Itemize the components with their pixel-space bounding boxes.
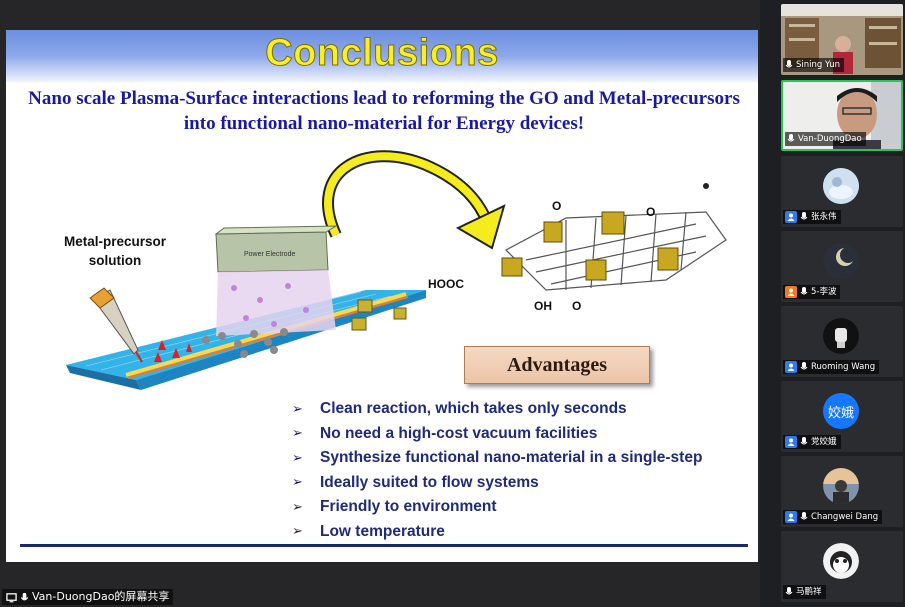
participant-tile[interactable]: Sining Yun	[781, 4, 903, 75]
screen-share-label: Van-DuongDao的屏幕共享	[2, 589, 174, 605]
participant-name-tag: 党姣娥	[783, 435, 841, 449]
screen-share-text: Van-DuongDao的屏幕共享	[32, 590, 170, 603]
advantages-title: Advantages	[506, 354, 607, 376]
mic-icon	[800, 212, 808, 220]
chem-hooc: HOOC	[428, 277, 464, 291]
participant-list: Sining Yun Van-DuongDao	[781, 2, 904, 607]
host-icon	[785, 361, 797, 373]
arrow-head	[455, 204, 506, 250]
list-item: ➢Low temperature	[292, 522, 445, 540]
slide-subtitle: Nano scale Plasma-Surface interactions l…	[28, 88, 740, 134]
slide-title: Conclusions	[265, 32, 499, 75]
host-icon	[785, 511, 797, 523]
arrow-bullet-icon: ➢	[292, 426, 303, 442]
graphene-sheet	[505, 211, 727, 291]
list-item: ➢Clean reaction, which takes only second…	[292, 400, 627, 418]
participant-name-tag: Ruoming Wang	[783, 360, 880, 374]
arrow-bullet-icon: ➢	[292, 524, 303, 540]
list-item: ➢Ideally suited to flow systems	[292, 473, 539, 491]
list-item: ➢No need a high-cost vacuum facilities	[292, 424, 598, 442]
mic-icon	[800, 437, 808, 445]
arrow-bullet-icon: ➢	[292, 475, 303, 491]
host-icon	[785, 436, 797, 448]
advantages-list: ➢Clean reaction, which takes only second…	[292, 397, 752, 544]
advantages-box: Advantages	[464, 346, 650, 384]
participant-tile[interactable]: 姣娥 党姣娥	[781, 381, 903, 452]
host-icon	[785, 286, 797, 298]
participant-name-tag: 张永伟	[783, 210, 841, 224]
plasma-illustration: Power Electrode	[66, 150, 727, 390]
arrow-bullet-icon: ➢	[292, 499, 303, 515]
electrode-label: Power Electrode	[244, 251, 295, 258]
participant-name-tag: 5-李波	[783, 285, 841, 299]
arrow-bullet-icon: ➢	[292, 450, 303, 466]
arrow-bullet-icon: ➢	[292, 401, 303, 417]
avatar	[823, 468, 859, 504]
participant-tile[interactable]: 张永伟	[781, 156, 903, 227]
list-item: ➢Friendly to environment	[292, 498, 497, 516]
slide-divider	[20, 544, 748, 547]
chem-o-1: O	[552, 199, 561, 213]
mic-icon	[800, 512, 808, 520]
mic-icon	[20, 592, 29, 600]
screen-share-icon	[6, 592, 17, 602]
chem-oh: OH	[534, 299, 552, 313]
chem-o-2: O	[646, 205, 655, 219]
host-icon	[785, 211, 797, 223]
participant-tile[interactable]: 5-李波	[781, 231, 903, 302]
mic-icon	[785, 60, 793, 68]
pipette	[89, 287, 143, 363]
participant-tile[interactable]: Changwei Dang	[781, 456, 903, 527]
participant-name-tag: Changwei Dang	[783, 510, 883, 524]
participant-tile-active[interactable]: Van-DuongDao	[781, 80, 903, 151]
mic-icon	[785, 587, 793, 595]
avatar	[823, 543, 859, 579]
avatar	[823, 243, 859, 279]
participant-tile[interactable]: Ruoming Wang	[781, 306, 903, 377]
participant-tile[interactable]: 马鹏祥	[781, 531, 903, 602]
mic-icon	[800, 362, 808, 370]
list-item: ➢Synthesize functional nano-material in …	[292, 449, 703, 467]
avatar: 姣娥	[823, 393, 859, 429]
mic-icon	[787, 134, 795, 142]
participant-name-tag: Sining Yun	[783, 58, 844, 72]
chem-o-3: O	[572, 299, 581, 313]
title-band	[6, 30, 758, 82]
participant-name-tag: 马鹏祥	[783, 585, 826, 599]
screen-share-area: Conclusions Nano scale Plasma-Surface in…	[2, 30, 758, 605]
avatar	[823, 168, 859, 204]
avatar	[823, 318, 859, 354]
mic-icon	[800, 287, 808, 295]
participant-name-tag: Van-DuongDao	[785, 132, 866, 146]
precursor-label: Metal-precursor solution	[63, 234, 167, 268]
presentation-slide: Conclusions Nano scale Plasma-Surface in…	[6, 30, 758, 562]
